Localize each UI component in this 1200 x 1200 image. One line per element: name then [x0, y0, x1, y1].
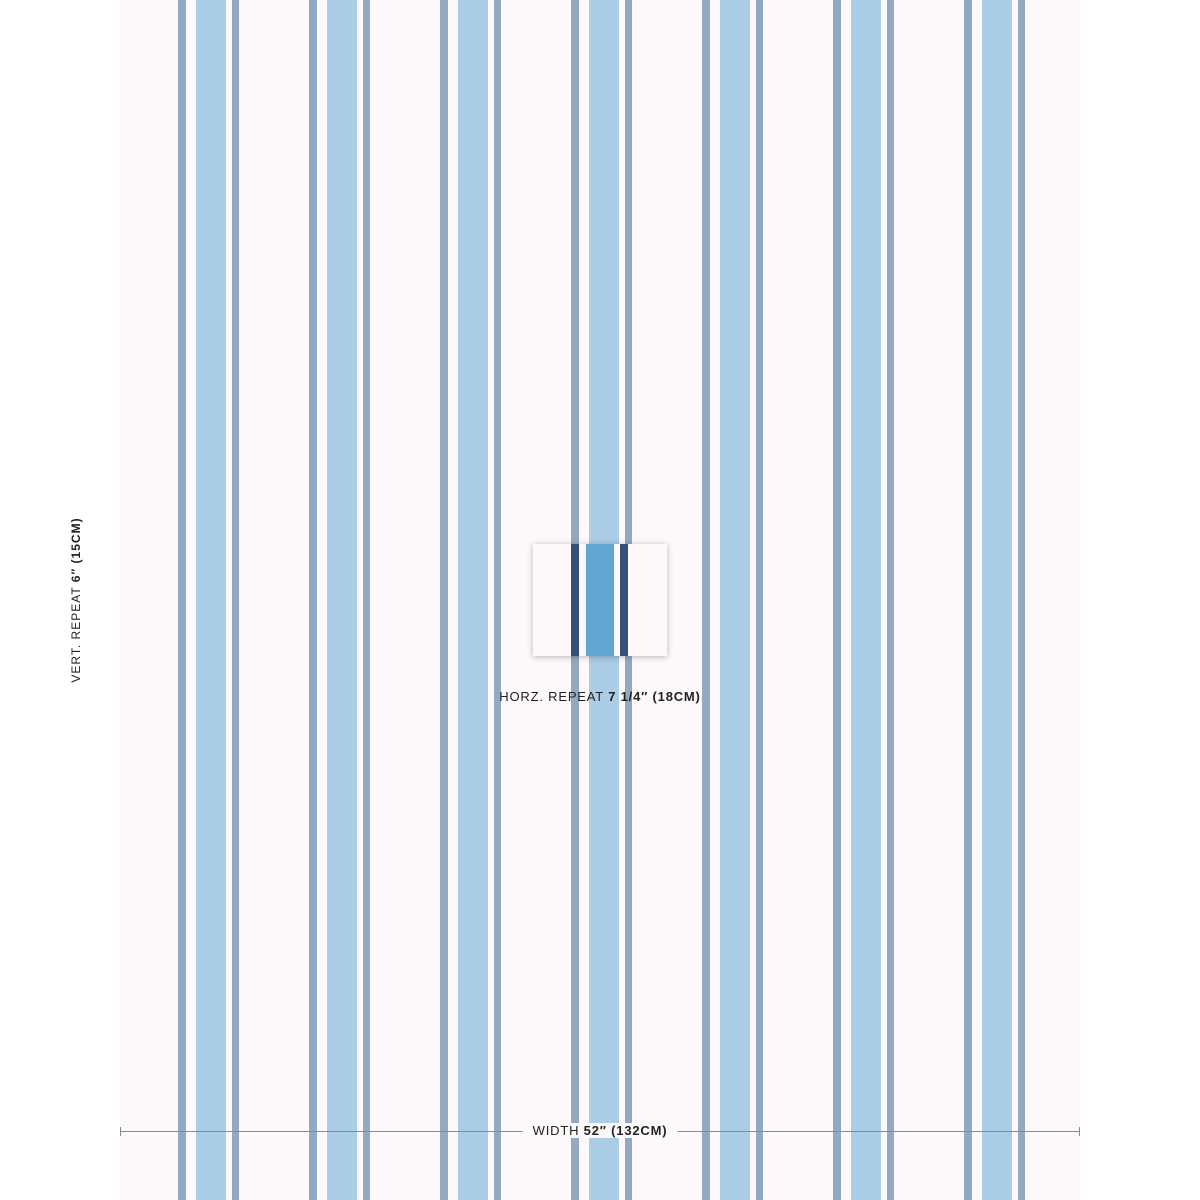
- swatch-wide-stripe: [586, 544, 614, 656]
- thin-stripe-left: [964, 0, 972, 1200]
- thin-stripe-right: [887, 0, 894, 1200]
- fabric-pattern: [120, 0, 1080, 1200]
- width-tick-left: [120, 1127, 121, 1136]
- repeat-swatch: [533, 544, 667, 656]
- swatch-thin-stripe-left: [571, 544, 579, 656]
- vertical-repeat-prefix: VERT. REPEAT: [69, 582, 83, 683]
- thin-stripe-left: [178, 0, 186, 1200]
- thin-stripe-left: [309, 0, 317, 1200]
- thin-stripe-right: [494, 0, 501, 1200]
- thin-stripe-right: [363, 0, 370, 1200]
- horizontal-repeat-value: 7 1/4″ (18CM): [608, 689, 701, 704]
- thin-stripe-left: [833, 0, 841, 1200]
- thin-stripe-right: [232, 0, 239, 1200]
- wide-stripe: [720, 0, 750, 1200]
- wide-stripe: [196, 0, 226, 1200]
- wide-stripe: [458, 0, 488, 1200]
- wide-stripe: [851, 0, 881, 1200]
- vertical-repeat-value: 6″ (15CM): [69, 517, 83, 583]
- width-prefix: WIDTH: [532, 1123, 584, 1138]
- thin-stripe-right: [756, 0, 763, 1200]
- swatch-thin-stripe-right: [620, 544, 628, 656]
- width-value: 52″ (132CM): [583, 1123, 668, 1138]
- thin-stripe-left: [440, 0, 448, 1200]
- wide-stripe: [982, 0, 1012, 1200]
- horizontal-repeat-label: HORZ. REPEAT 7 1/4″ (18CM): [499, 689, 700, 704]
- thin-stripe-right: [1018, 0, 1025, 1200]
- vertical-repeat-label: VERT. REPEAT 6″ (15CM): [69, 517, 83, 682]
- width-tick-right: [1079, 1127, 1080, 1136]
- horizontal-repeat-prefix: HORZ. REPEAT: [499, 689, 609, 704]
- wide-stripe: [327, 0, 357, 1200]
- thin-stripe-left: [702, 0, 710, 1200]
- width-label: WIDTH 52″ (132CM): [522, 1123, 678, 1138]
